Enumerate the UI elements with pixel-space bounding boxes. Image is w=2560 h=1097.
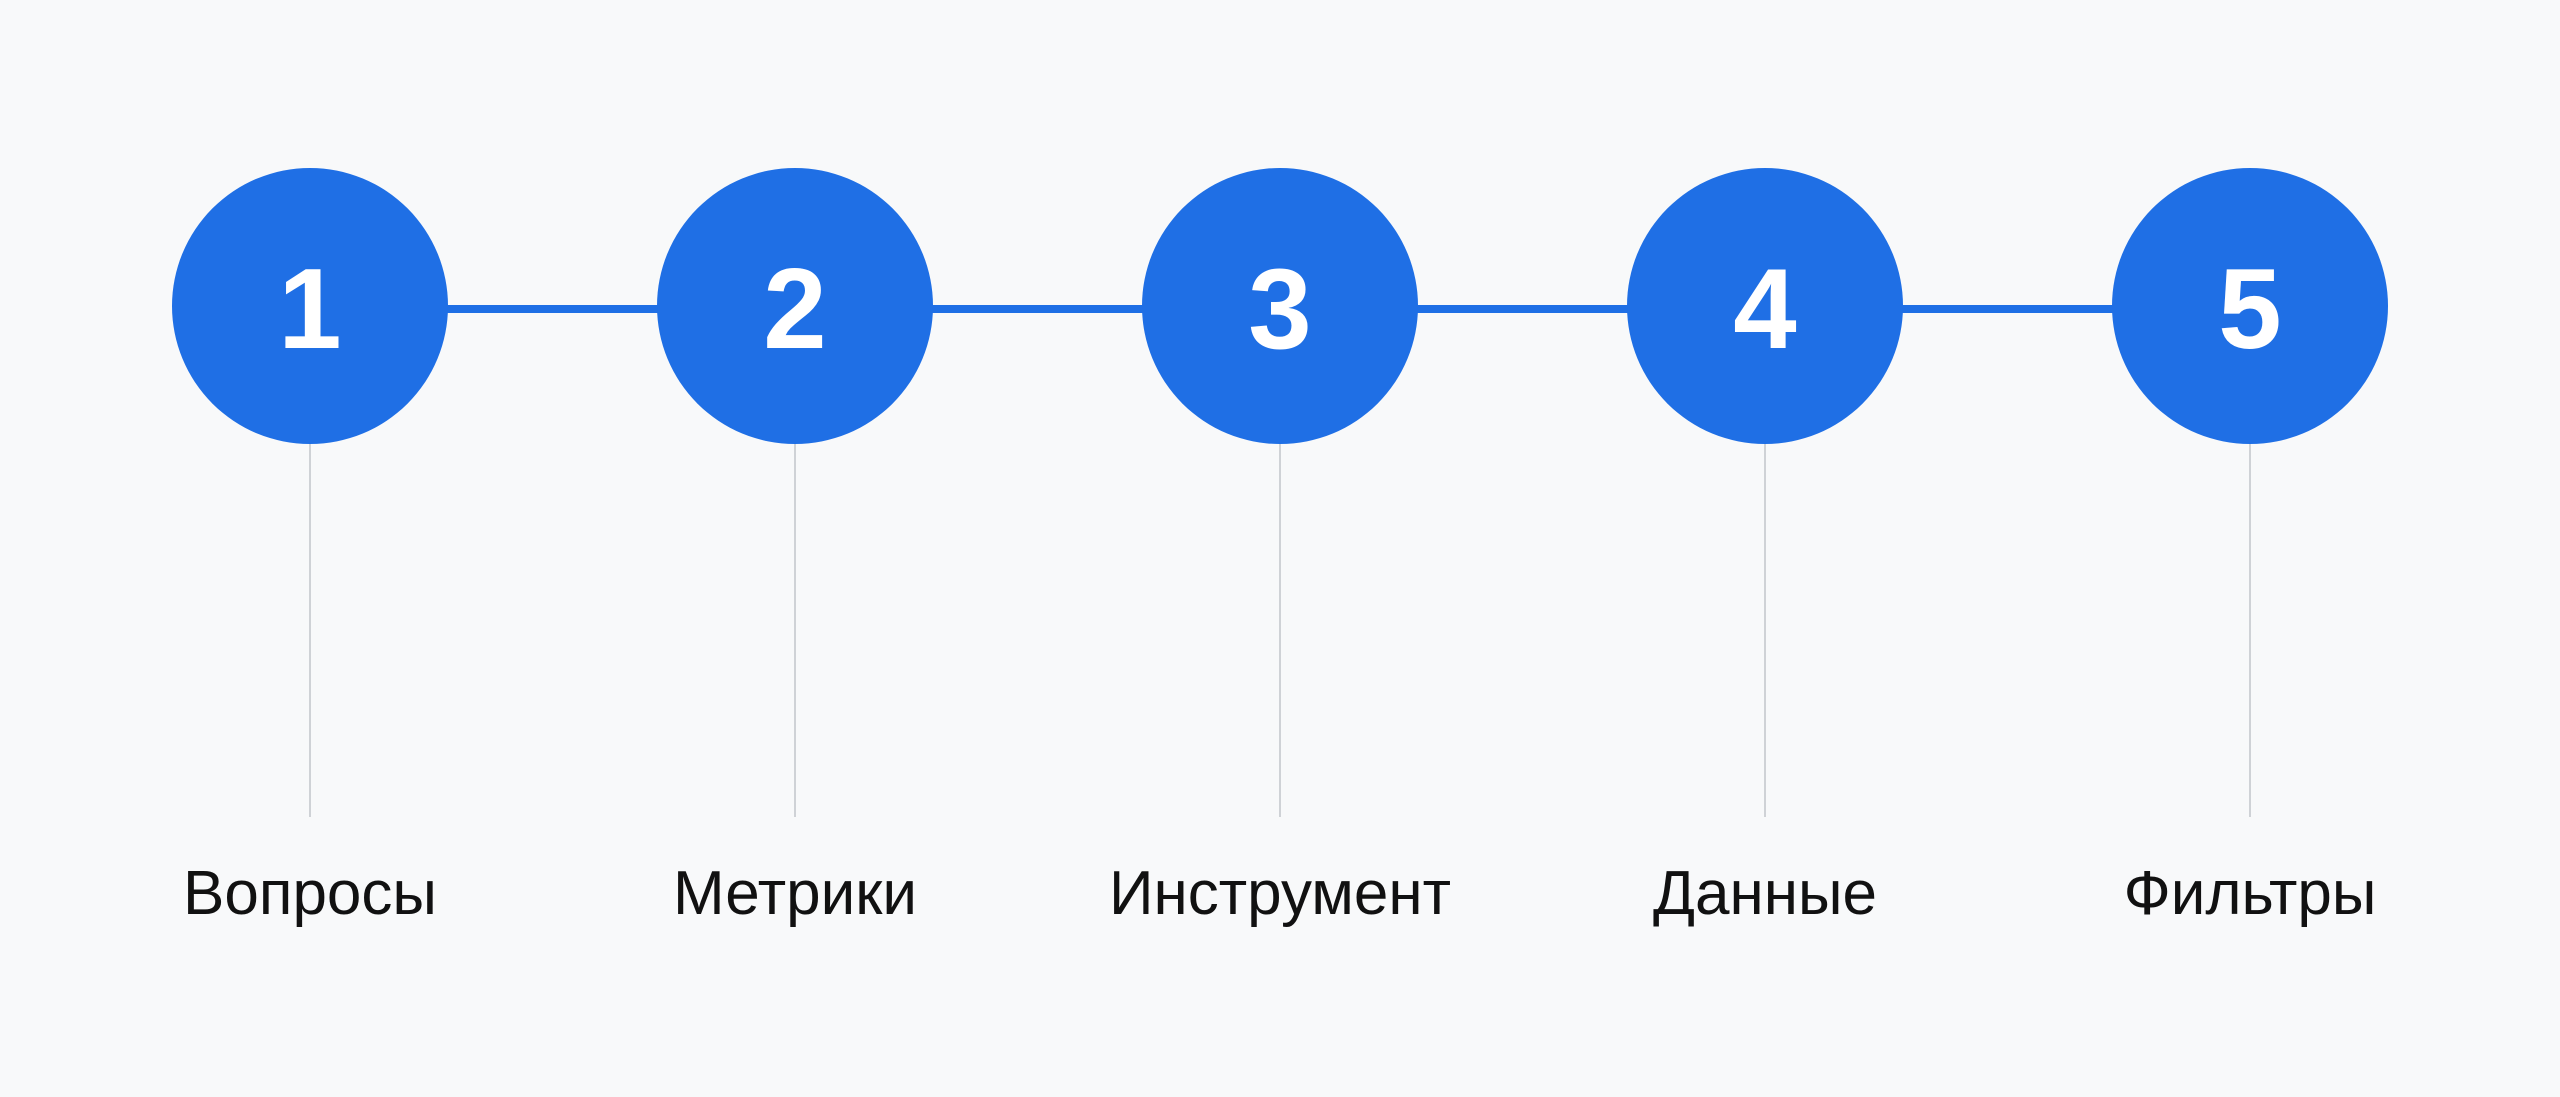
connector-1-2	[440, 305, 670, 313]
connector-4-5	[1895, 305, 2125, 313]
step-number: 2	[763, 246, 827, 373]
step-stem-line	[2249, 443, 2251, 817]
step-number-badge: 5	[2112, 168, 2388, 444]
step-label: Метрики	[672, 859, 918, 928]
step-number: 3	[1248, 246, 1312, 373]
step-number: 5	[2218, 246, 2282, 373]
step-label: Фильтры	[2123, 859, 2377, 928]
step-label: Данные	[1653, 859, 1877, 928]
step-number-badge: 4	[1627, 168, 1903, 444]
step-label: Инструмент	[1108, 859, 1452, 928]
step-stem-line	[794, 443, 796, 817]
step-number: 1	[278, 246, 342, 373]
step-label: Вопросы	[183, 859, 437, 928]
step-stem-line	[1764, 443, 1766, 817]
connector-3-4	[1410, 305, 1640, 313]
step-stem-line	[309, 443, 311, 817]
step-stem-line	[1279, 443, 1281, 817]
step-number: 4	[1733, 246, 1797, 373]
step-number-badge: 3	[1142, 168, 1418, 444]
step-number-badge: 1	[172, 168, 448, 444]
connector-2-3	[925, 305, 1155, 313]
step-number-badge: 2	[657, 168, 933, 444]
